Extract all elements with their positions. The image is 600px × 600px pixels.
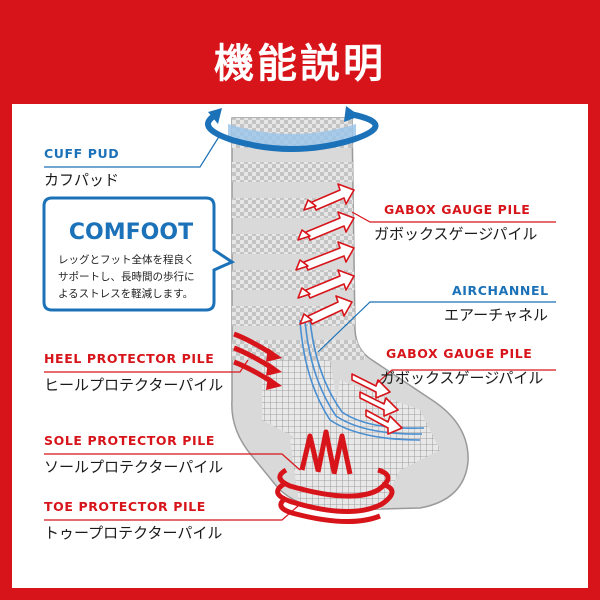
page-title: 機能説明 — [214, 41, 386, 87]
gabox-upper-label-jp: ガボックスゲージパイル — [374, 225, 538, 243]
comfoot-line: レッグとフット全体を程良く — [58, 254, 195, 266]
comfoot-callout — [42, 196, 236, 312]
sole-label-en: SOLE PROTECTOR PILE — [44, 433, 215, 448]
protection-chevron-icon — [233, 331, 395, 524]
rotation-arrow-icon — [205, 106, 379, 152]
ventilation-arrow-icon — [295, 183, 403, 435]
comfoot-description: レッグとフット全体を程良く サポートし、長時間の歩行に よるストレスを軽減します… — [58, 252, 208, 303]
comfoot-line: サポートし、長時間の歩行に — [58, 271, 195, 283]
airchannel-label-jp: エアーチャネル — [444, 306, 548, 324]
gabox-lower-label-en: GABOX GAUGE PILE — [386, 346, 533, 361]
cuff-label-jp: カフパッド — [44, 171, 120, 189]
airchannel-label-en: AIRCHANNEL — [452, 283, 549, 298]
cuff-label-en: CUFF PUD — [44, 146, 120, 161]
toe-label-en: TOE PROTECTOR PILE — [44, 499, 206, 514]
comfoot-title: COMFOOT — [68, 220, 194, 245]
gabox-upper-label-en: GABOX GAUGE PILE — [384, 202, 531, 217]
comfoot-line: よるストレスを軽減します。 — [58, 288, 194, 300]
sole-label-jp: ソールプロテクターパイル — [44, 458, 224, 476]
gabox-lower-label-jp: ガボックスゲージパイル — [380, 369, 544, 387]
toe-label-jp: トゥープロテクターパイル — [44, 524, 223, 542]
heel-label-en: HEEL PROTECTOR PILE — [44, 351, 215, 366]
heel-label-jp: ヒールプロテクターパイル — [44, 376, 224, 394]
leader-lines — [44, 134, 556, 521]
